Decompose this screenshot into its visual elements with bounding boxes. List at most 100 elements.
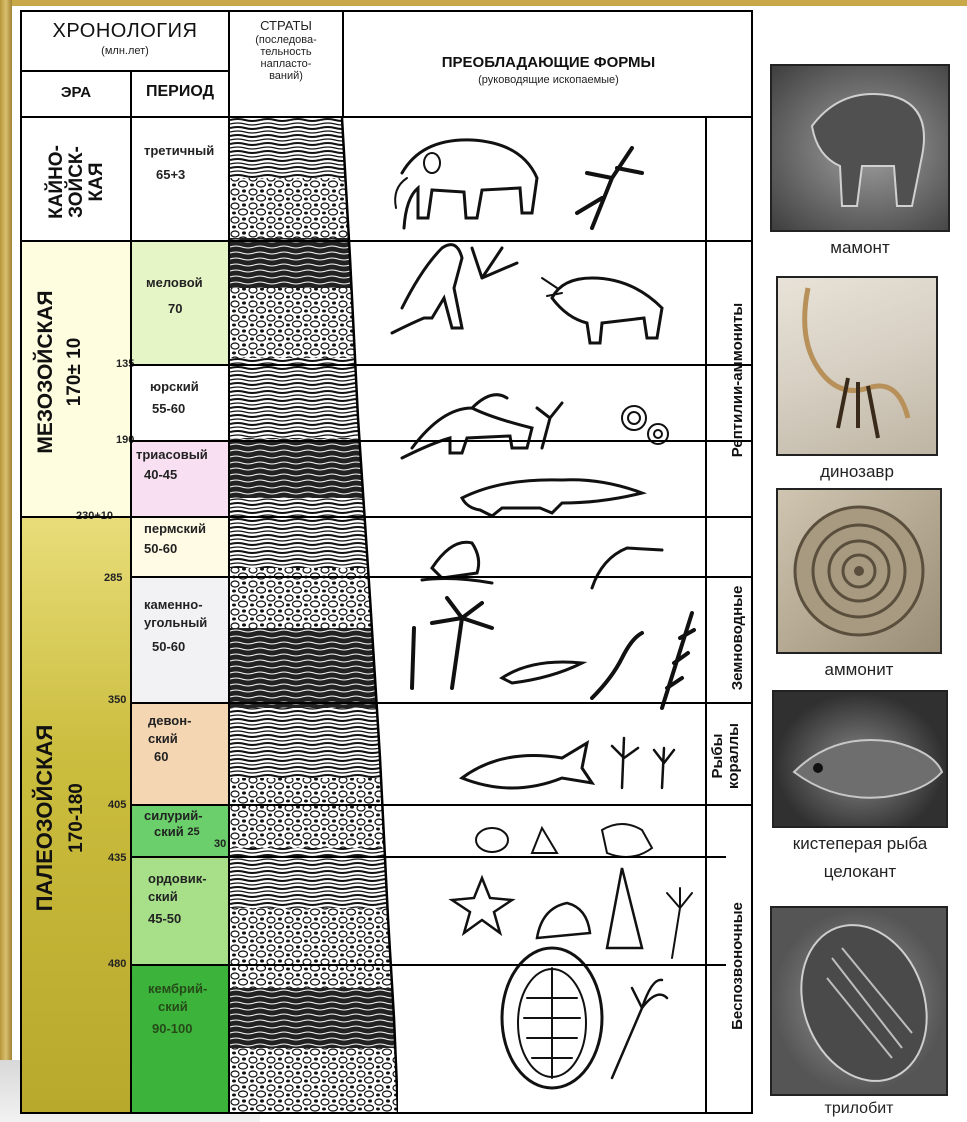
ammonite-spiral-icon (778, 490, 940, 652)
amphibian-sketch-icon (502, 662, 582, 683)
coelacanth-caption-2: целокант (762, 862, 958, 882)
period-cambrian-name-1: кембрий- (148, 980, 207, 998)
column-period-divider (228, 12, 230, 1112)
ammonite-caption: аммонит (776, 660, 942, 680)
era-mesozoic: МЕЗОЗОЙСКАЯ 170± 10 (32, 262, 92, 482)
period-tertiary-name: третичный (144, 142, 214, 160)
ammonite-photo (776, 488, 942, 654)
strata-subtitle-3: напласто- (230, 58, 342, 70)
period-cretaceous: меловой 70 (146, 274, 203, 318)
jellyfish-sketch-icon (612, 980, 667, 1078)
cenozoic-plant-sketch-icon (577, 148, 642, 228)
coral-sketch-icon (612, 738, 674, 788)
era-mesozoic-age: 170± 10 (64, 338, 85, 407)
permian-reptile-sketch-icon (592, 548, 662, 588)
group-reptiles: Рептилии-аммониты (730, 270, 750, 490)
trilobite-fossil-icon (772, 908, 946, 1094)
mammoth-sketch-icon (395, 140, 537, 228)
column-era-divider (130, 70, 132, 1112)
period-line-435 (130, 856, 726, 858)
period-tertiary: третичный 65+3 (144, 142, 214, 184)
period-ordovician: ордовик- ский 45-50 (148, 870, 207, 928)
fern-sketch-icon (662, 613, 694, 708)
boundary-480: 480 (108, 958, 126, 970)
column-strata-divider (342, 12, 344, 118)
period-ordovician-name-1: ордовик- (148, 870, 207, 888)
strata-subtitle-1: (последова- (230, 34, 342, 46)
chronology-unit: (млн.лет) (22, 45, 228, 57)
period-header: ПЕРИОД (132, 83, 228, 101)
trilobite-sketch-icon (502, 948, 602, 1088)
reptile-sketch-icon (462, 480, 642, 516)
mammoth-silhouette-icon (772, 66, 948, 230)
coelacanth-fish-icon (774, 692, 946, 826)
boundary-350: 350 (108, 694, 126, 706)
group-amphibians: Земноводные (730, 568, 750, 708)
strata-subtitle-2: тельность (230, 46, 342, 58)
period-devonian: девон- ский 60 (148, 712, 191, 766)
period-cambrian: кембрий- ский 90-100 (148, 980, 207, 1038)
crinoid-sketch-icon (667, 888, 692, 958)
coelacanth-caption-1: кистеперая рыба (762, 834, 958, 854)
boundary-435: 435 (108, 852, 126, 864)
fish-sketch-icon (462, 743, 592, 788)
period-triassic-name: триасовый (136, 446, 208, 464)
header-divider-top (22, 70, 228, 72)
period-line-405 (130, 804, 751, 806)
period-cretaceous-name: меловой (146, 274, 203, 292)
period-carboniferous: каменно- угольный 50-60 (144, 596, 207, 656)
group-invertebrates: Беспозвоночные (730, 866, 750, 1066)
silurian-invertebrates-sketch-icon (476, 824, 652, 857)
period-permian-name: пермский (144, 520, 206, 538)
period-silurian-name-1: силурий- (144, 808, 226, 824)
dinosaur-photo (776, 276, 938, 456)
period-triassic-age: 40-45 (136, 466, 208, 484)
era-cenozoic-line-2: ЗОЙСК- (66, 146, 87, 218)
trilobite-caption: трилобит (770, 1100, 948, 1118)
period-line-285 (130, 576, 751, 578)
period-devonian-age: 60 (148, 748, 191, 766)
period-permian-age: 50-60 (144, 540, 206, 558)
period-devonian-name-2: ский (148, 730, 191, 748)
group-corals-label: кораллы (725, 723, 742, 789)
era-line-mesozoic (22, 516, 751, 518)
mammoth-caption: мамонт (770, 238, 950, 258)
strata-subtitle-4: ваний) (230, 70, 342, 82)
trilobite-photo (770, 906, 948, 1096)
column-groups-divider (705, 118, 707, 1112)
starfish-sketch-icon (452, 878, 512, 933)
dinosaur-caption: динозавр (776, 462, 938, 482)
forms-subtitle: (руководящие ископаемые) (344, 74, 753, 86)
period-silurian-name-2: ский (144, 824, 184, 839)
dinosaur-skeleton-icon (778, 278, 936, 454)
period-tertiary-age: 65+3 (144, 166, 214, 184)
period-carboniferous-age: 50-60 (144, 638, 207, 656)
period-silurian-age-1: 25 (187, 826, 199, 838)
group-fish-label: Рыбы (709, 734, 726, 779)
era-mesozoic-label: МЕЗОЗОЙСКАЯ (34, 290, 57, 453)
era-paleozoic-age: 170-180 (66, 783, 87, 853)
boundary-405: 405 (108, 799, 126, 811)
period-cambrian-name-2: ский (148, 998, 207, 1016)
period-cambrian-age: 90-100 (148, 1020, 207, 1038)
period-silurian-age-2: 30 (144, 840, 226, 848)
group-fish-corals: Рыбы кораллы (710, 706, 746, 806)
era-line-cenozoic (22, 240, 751, 242)
brachiopod-sketch-icon (537, 903, 590, 938)
ammonite-sketch-icon (622, 406, 668, 444)
sauropod-sketch-icon (402, 395, 562, 458)
era-cenozoic-line-3: КАЯ (86, 163, 107, 202)
period-permian: пермский 50-60 (144, 520, 206, 558)
worm-sketch-icon (592, 633, 642, 698)
period-jurassic-name: юрский (150, 378, 199, 396)
period-ordovician-name-2: ский (148, 888, 207, 906)
era-cenozoic-line-1: КАЙНО- (46, 145, 67, 219)
period-cretaceous-age: 70 (146, 300, 203, 318)
period-carboniferous-name-1: каменно- (144, 596, 207, 614)
era-paleozoic: ПАЛЕОЗОЙСКАЯ 170-180 (30, 678, 94, 958)
boundary-285: 285 (104, 572, 122, 584)
dinosaur-sketch-icon (392, 245, 517, 333)
gold-top-border (0, 0, 967, 6)
period-line-135 (130, 364, 751, 366)
